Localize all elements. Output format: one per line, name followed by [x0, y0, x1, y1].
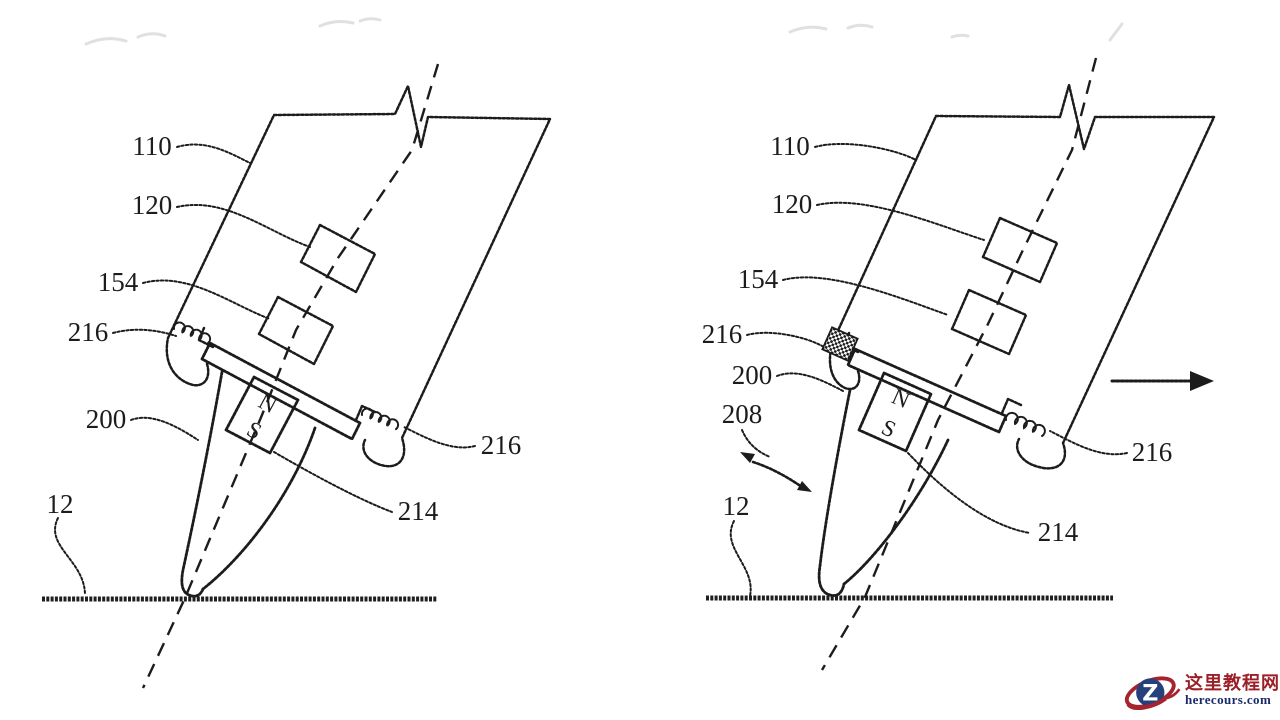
ref-label-216-right: 216 — [481, 430, 522, 460]
oscillation-arrow-icon — [740, 452, 812, 492]
spring-right-icon — [1004, 411, 1046, 437]
tip-cone-right-wall — [842, 438, 950, 586]
drag-direction-arrow-icon — [1110, 371, 1214, 391]
ref-label-216-left: 216 — [68, 317, 109, 347]
ref-label-154: 154 — [738, 264, 779, 294]
right-figure: N S 110 120 154 — [702, 57, 1216, 671]
center-axis-line — [820, 57, 1098, 671]
ref-label-110: 110 — [770, 131, 810, 161]
spring-left-icon — [172, 321, 212, 345]
compressed-spring-block — [821, 326, 859, 362]
ref-label-216-right: 216 — [1132, 437, 1173, 467]
ref-label-200: 200 — [86, 404, 127, 434]
leader-lines — [729, 142, 1128, 597]
component-120-box — [299, 223, 377, 294]
tip-cone-left-wall — [180, 370, 224, 598]
tip-module-crossbar — [200, 341, 362, 441]
spring-right-icon — [360, 407, 400, 431]
tip-cone-left-wall — [817, 388, 852, 597]
crossbar-right-step — [1000, 397, 1023, 415]
magnet-north-label: N — [255, 389, 282, 419]
ref-label-110: 110 — [132, 131, 172, 161]
ref-label-154: 154 — [98, 267, 139, 297]
ref-label-208: 208 — [722, 399, 763, 429]
ref-label-216-left: 216 — [702, 319, 743, 349]
ref-label-120: 120 — [772, 189, 813, 219]
ref-label-200: 200 — [732, 360, 773, 390]
magnet-north-label: N — [888, 384, 914, 414]
site-url: herecours.com — [1185, 691, 1272, 707]
site-watermark: Z 这里教程网 herecours.com — [1122, 661, 1280, 719]
center-axis-line — [141, 63, 440, 689]
component-154-box — [950, 288, 1028, 356]
magnet-box — [224, 375, 300, 455]
site-logo-icon: Z — [1124, 676, 1181, 710]
ref-label-12: 12 — [47, 489, 74, 519]
magnet-south-label: S — [243, 416, 266, 444]
stylus-body-outline — [165, 84, 552, 468]
ref-label-120: 120 — [132, 190, 173, 220]
magnet-south-label: S — [878, 414, 900, 442]
ref-label-214: 214 — [1038, 517, 1079, 547]
site-name: 这里教程网 — [1185, 672, 1280, 693]
left-figure: N S 110 120 154 216 200 12 216 214 — [42, 63, 552, 689]
component-154-box — [257, 295, 335, 366]
ref-label-12: 12 — [723, 491, 750, 521]
logo-letter: Z — [1142, 680, 1158, 706]
leader-lines — [54, 143, 476, 595]
stylus-body-outline — [828, 83, 1216, 470]
magnet-box — [857, 371, 933, 453]
scan-artifacts — [84, 17, 1124, 46]
component-120-box — [981, 216, 1059, 284]
ref-label-214: 214 — [398, 496, 439, 526]
tip-module-crossbar — [846, 347, 1008, 434]
tip-cone-right-wall — [201, 426, 317, 591]
